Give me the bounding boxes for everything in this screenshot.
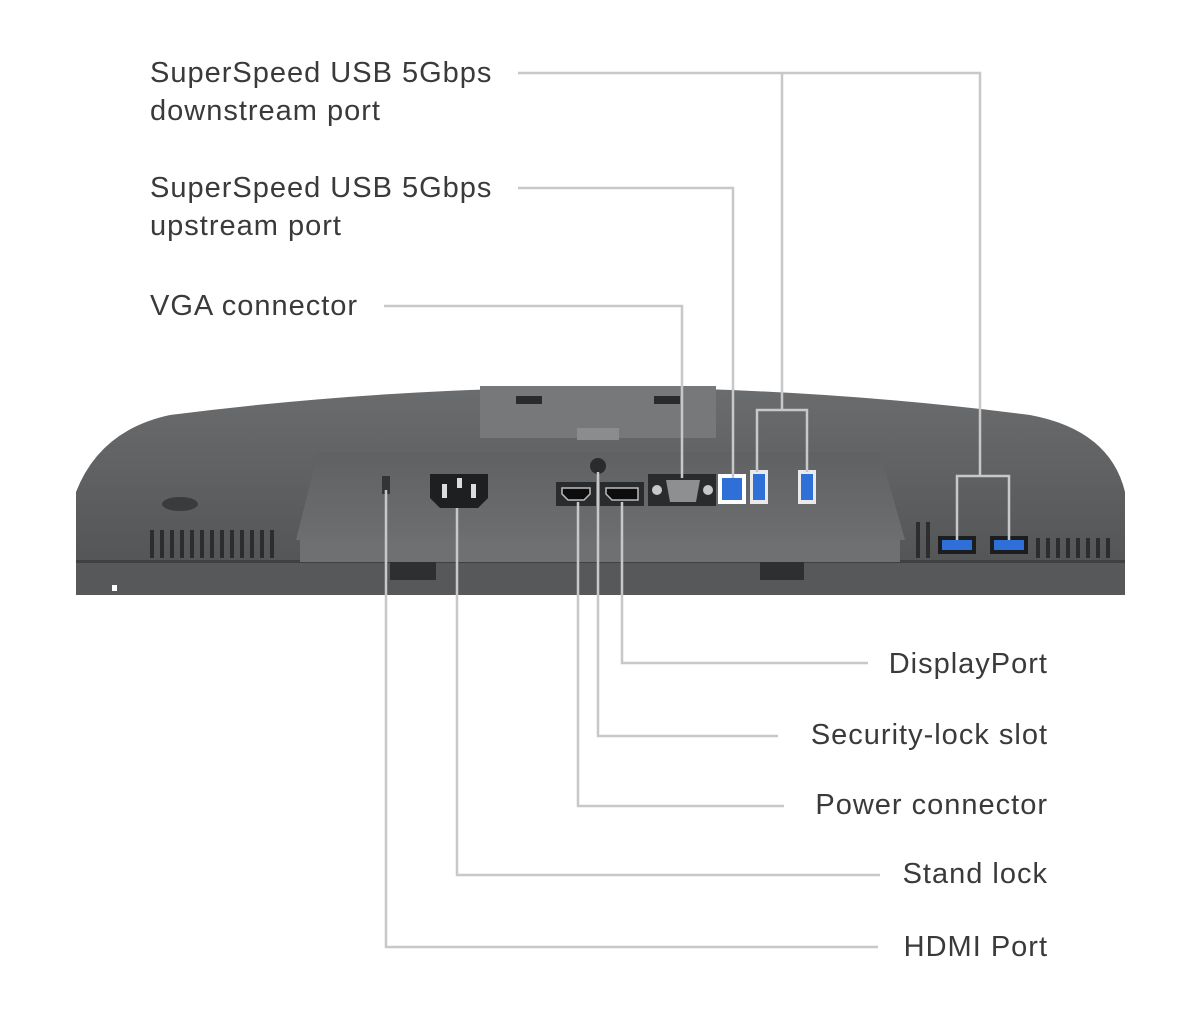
leader-hdmi [384, 490, 878, 949]
leader-usb-downstream [518, 71, 982, 476]
label-hdmi: HDMI Port [903, 931, 1048, 963]
usb-downstream-port-side-2 [990, 536, 1028, 554]
usb-downstream-port-panel-2 [798, 470, 816, 504]
label-usb-upstream-line-2: upstream port [150, 210, 342, 242]
label-vga: VGA connector [150, 290, 359, 322]
leader-usb-upstream [518, 186, 735, 478]
usb-downstream-port-side-1 [938, 536, 976, 554]
usb-downstream-port-panel-1 [750, 470, 768, 504]
leader-displayport [620, 502, 868, 665]
power-connector-port [430, 474, 488, 508]
label-usb-downstream-line-1: SuperSpeed USB 5Gbps [150, 57, 493, 89]
label-power: Power connector [815, 789, 1048, 821]
label-usb-downstream-line-2: downstream port [150, 95, 381, 127]
usb-upstream-port [718, 474, 746, 504]
leader-stand-lock [455, 508, 880, 877]
leader-vga [384, 304, 684, 478]
leader-lines [384, 71, 1011, 949]
label-usb-upstream-line-1: SuperSpeed USB 5Gbps [150, 172, 493, 204]
label-usb-downstream: SuperSpeed USB 5Gbps downstream port [150, 54, 492, 130]
security-lock-slot [590, 458, 606, 474]
label-usb-upstream: SuperSpeed USB 5Gbps upstream port [150, 169, 492, 245]
leader-security-lock [596, 472, 778, 738]
label-stand-lock: Stand lock [902, 858, 1048, 890]
label-security-lock: Security-lock slot [810, 719, 1048, 751]
stand-lock-port [382, 476, 390, 494]
leader-power [576, 502, 784, 808]
label-displayport: DisplayPort [888, 648, 1048, 680]
vga-port [648, 474, 716, 506]
hdmi-port [556, 482, 596, 506]
